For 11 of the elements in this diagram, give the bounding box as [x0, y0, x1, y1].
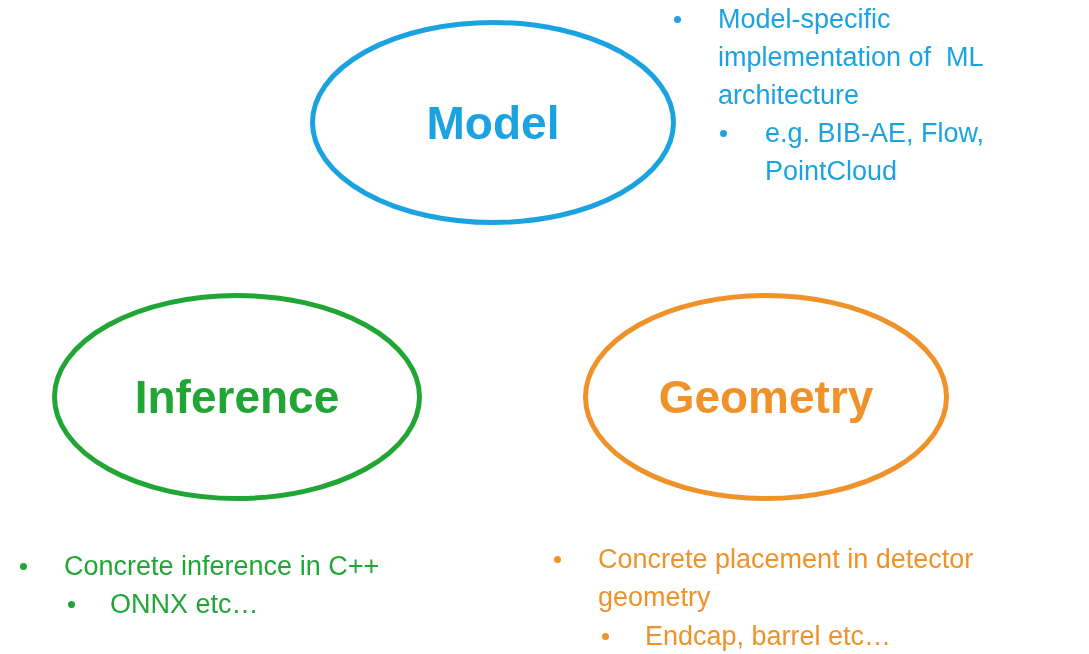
bullet-text: Endcap, barrel etc… — [645, 620, 893, 653]
node-title: Geometry — [657, 370, 875, 424]
bullet-text: Concrete placement in detector geometry — [598, 543, 975, 614]
node-title: Model — [425, 95, 561, 150]
ellipse-node — [310, 20, 676, 225]
bullet-text: ONNX etc… — [110, 588, 260, 621]
node-title: Inference — [133, 370, 341, 424]
bullet-text: Concrete inference in C++ — [64, 550, 381, 583]
ellipse-node — [583, 293, 949, 501]
bullet-text: e.g. BIB-AE, Flow, PointCloud — [765, 117, 986, 188]
ellipse-node — [52, 293, 422, 501]
